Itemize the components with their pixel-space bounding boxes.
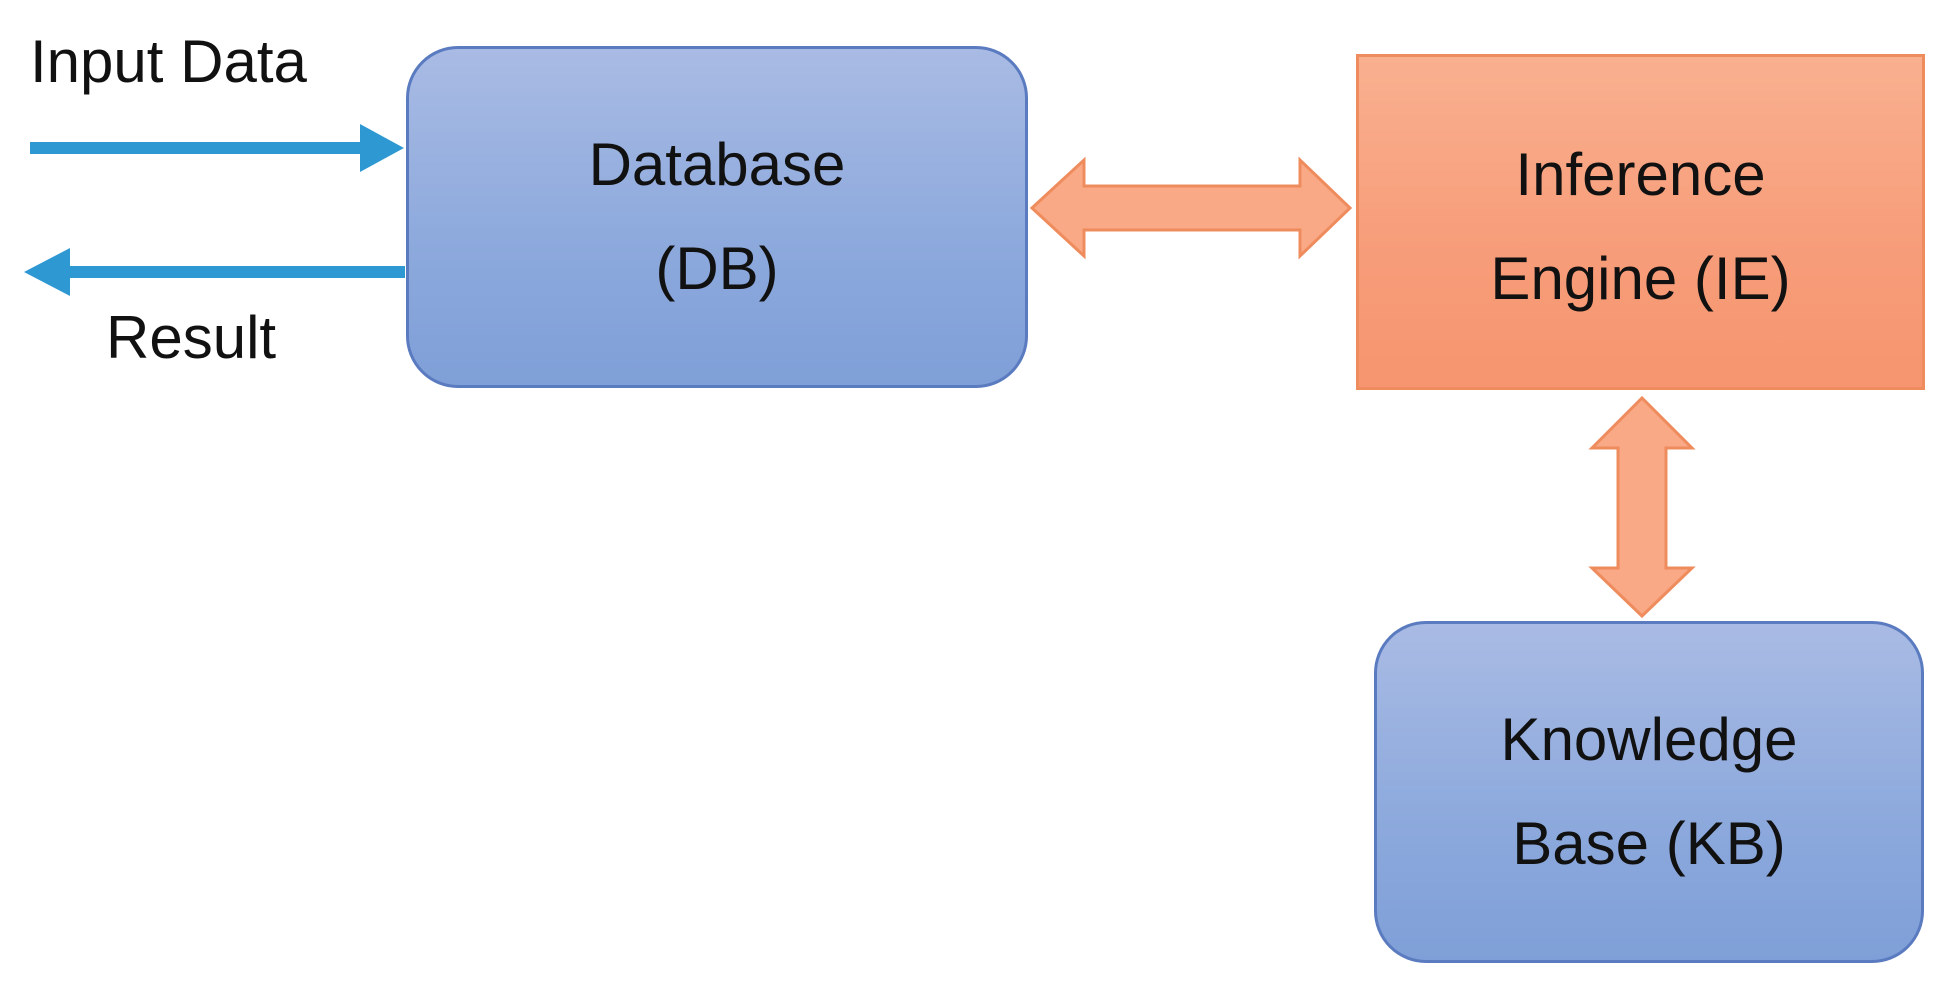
database-abbreviation: (DB) — [655, 235, 779, 302]
knowledge-base-abbreviation: Base (KB) — [1512, 810, 1786, 877]
database-title: Database — [588, 131, 846, 198]
input-arrow — [30, 124, 404, 172]
knowledge-base-title: Knowledge — [1500, 706, 1798, 773]
result-label: Result — [106, 304, 277, 371]
ie-kb-double-arrow — [1588, 395, 1696, 619]
inference-engine-box: Inference Engine (IE) — [1356, 54, 1925, 390]
inference-engine-title: Inference — [1515, 141, 1766, 208]
knowledge-base-box: Knowledge Base (KB) — [1374, 621, 1924, 963]
input-data-label: Input Data — [30, 28, 307, 95]
result-arrow — [24, 248, 405, 296]
inference-engine-abbreviation: Engine (IE) — [1490, 245, 1791, 312]
db-ie-double-arrow — [1029, 156, 1353, 260]
database-box: Database (DB) — [406, 46, 1028, 388]
